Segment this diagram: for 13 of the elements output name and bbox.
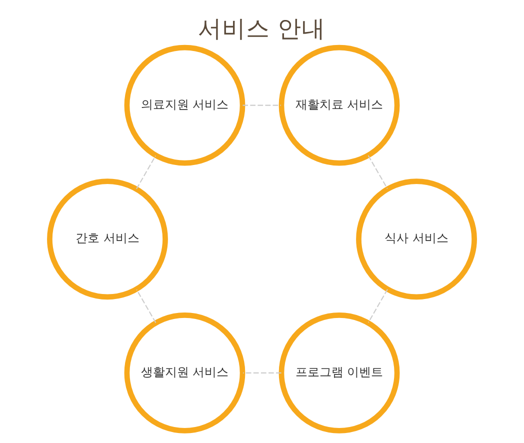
node-circle: 식사 서비스: [356, 178, 477, 300]
node-circle: 재활치료 서비스: [278, 44, 400, 166]
node-circle: 간호 서비스: [47, 178, 168, 300]
connector: [136, 155, 156, 189]
connector: [242, 104, 281, 106]
connector: [368, 288, 388, 322]
connector: [136, 288, 156, 322]
connector: [243, 372, 282, 373]
node-circle: 의료지원 서비스: [124, 44, 246, 166]
node-circle: 생활지원 서비스: [124, 312, 246, 433]
diagram-title: 서비스 안내: [198, 14, 326, 42]
connector: [368, 154, 388, 188]
node-circle: 프로그램 이벤트: [278, 312, 400, 433]
